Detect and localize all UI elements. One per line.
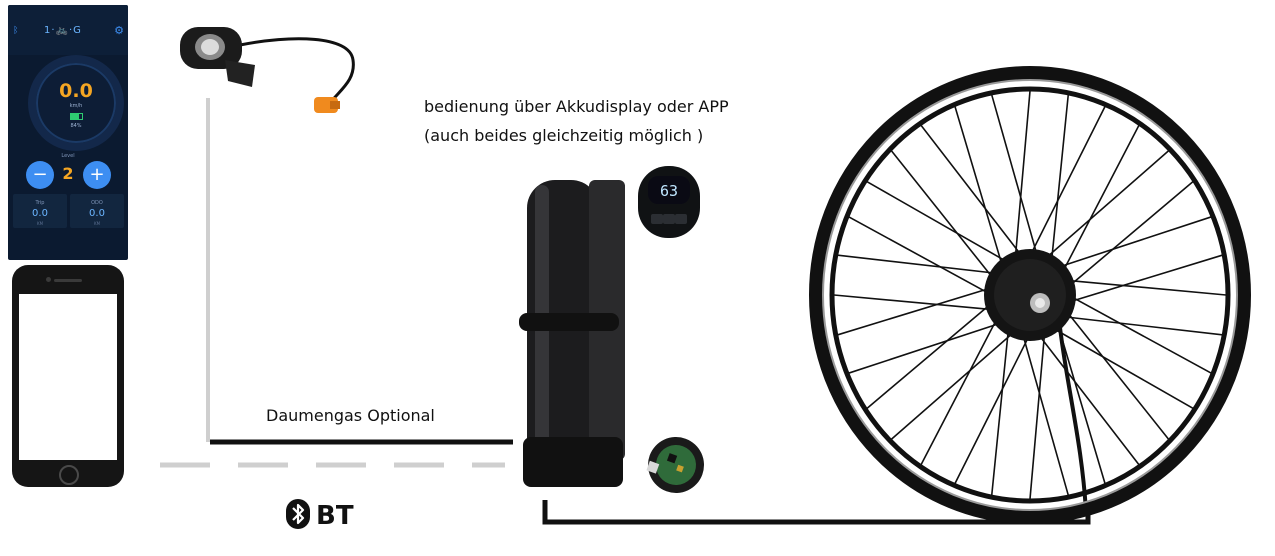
level-minus-button[interactable]: − (26, 161, 54, 189)
wheel-spoke (1030, 324, 1140, 466)
battery-percent: 84% (70, 123, 82, 129)
bluetooth-icon (286, 499, 310, 529)
smartphone-image (12, 265, 124, 487)
speed-gauge: 0.0 km/h 84% (28, 55, 124, 151)
battery-icon (70, 113, 83, 120)
wheel-spoke (1049, 94, 1070, 274)
bluetooth-icon[interactable]: ᛒ (13, 26, 19, 36)
phone-screen (19, 294, 117, 460)
hub-motor-wheel-image (809, 66, 1251, 524)
wheel-spoke (1013, 90, 1031, 270)
phone-speaker (54, 279, 82, 282)
bluetooth-text: BT (316, 501, 354, 531)
wheel-spoke (1029, 320, 1047, 500)
level-plus-button[interactable]: + (83, 161, 111, 189)
odo-label: ODO (91, 200, 103, 206)
odo-card: ODO 0.0 KM (70, 194, 124, 228)
trip-value: 0.0 (32, 208, 48, 219)
frame-battery-image (519, 180, 625, 487)
wheel-spoke (1053, 312, 1106, 484)
wheel-spoke (1042, 321, 1194, 410)
wheel-spoke (1036, 150, 1170, 267)
wheel-spoke (837, 283, 1003, 336)
bike-icon: 1·🚲·G (44, 25, 82, 36)
battery-display-image: 63 (638, 166, 700, 238)
wheel-spoke (890, 323, 1024, 440)
wheel-spoke (1055, 278, 1227, 296)
controller-board-image (646, 437, 704, 493)
display-value: 63 (659, 182, 679, 200)
app-screenshot: ᛒ 1·🚲·G ⚙ 0.0 km/h 84% Level − 2 + Trip … (8, 5, 128, 260)
phone-camera (46, 277, 51, 282)
wheel-spoke (954, 106, 1007, 278)
wheel-spoke (848, 318, 1013, 374)
wheel-spoke (1058, 301, 1170, 440)
trip-unit: KM (36, 221, 44, 226)
speed-value: 0.0 (59, 80, 93, 102)
wheel-spoke (920, 307, 1004, 465)
wheel-spoke (890, 150, 1002, 289)
wheel-spoke (954, 324, 1036, 484)
app-header (8, 5, 128, 55)
bluetooth-label: BT (286, 499, 354, 531)
display-button-middle (663, 214, 675, 224)
wheel-spoke (990, 94, 1042, 268)
control-caption-line2: (auch beides gleichzeitig möglich ) (424, 126, 704, 145)
display-button-right (675, 214, 687, 224)
wheel-spoke (1059, 289, 1212, 374)
motor-cable (542, 500, 1091, 525)
wheel-spoke (866, 180, 1018, 269)
level-value: 2 (62, 164, 74, 183)
wheel-spoke (837, 254, 1009, 276)
gear-icon[interactable]: ⚙ (114, 24, 124, 37)
display-window: 63 (648, 176, 690, 204)
wheel-spoke (920, 124, 1030, 266)
wheel-spoke (1024, 106, 1106, 266)
wheel-spoke (848, 216, 1001, 301)
speed-unit: km/h (69, 103, 83, 109)
wheel-spoke (990, 316, 1011, 496)
wheel-spoke (1018, 322, 1070, 496)
level-label: Level (61, 153, 75, 159)
wheel-spoke (1059, 181, 1194, 295)
thumb-throttle-label: Daumengas Optional (266, 406, 435, 425)
wheel-spokes (833, 90, 1227, 500)
odo-unit: KM (93, 221, 101, 226)
wheel-spoke (1057, 254, 1223, 307)
wheel-spoke (1056, 125, 1140, 283)
wheel-spoke (866, 295, 1001, 409)
wheel-spoke (833, 294, 1005, 312)
odo-value: 0.0 (89, 208, 105, 219)
control-caption-line1: bedienung über Akkudisplay oder APP (424, 97, 729, 116)
thumb-throttle-image (180, 27, 355, 113)
phone-home-button (59, 465, 79, 485)
wheel-spoke (1051, 314, 1223, 336)
throttle-wire (239, 37, 355, 104)
display-button-left (651, 214, 663, 224)
trip-card: Trip 0.0 KM (13, 194, 67, 228)
trip-label: Trip (35, 200, 45, 206)
wheel-spoke (1047, 216, 1212, 272)
